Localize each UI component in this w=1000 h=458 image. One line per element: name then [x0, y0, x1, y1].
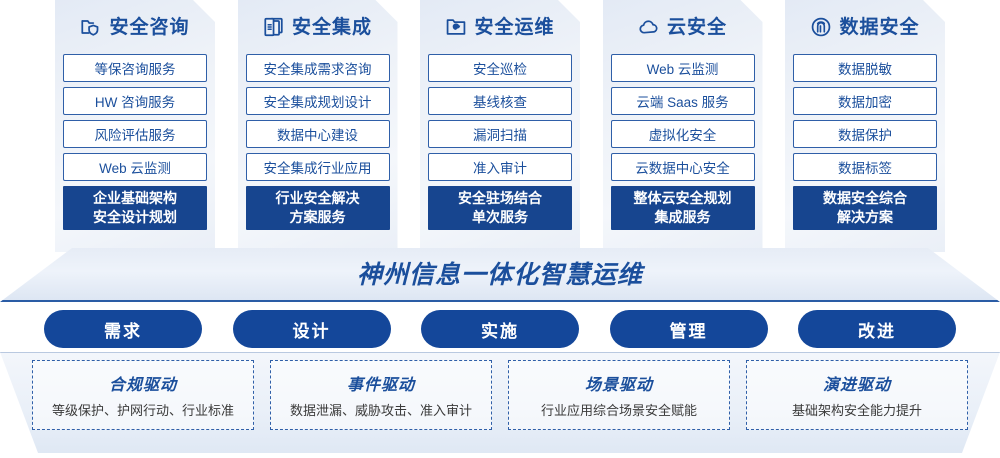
pillar-item[interactable]: 漏洞扫描: [428, 120, 572, 148]
pillar-item[interactable]: 安全巡检: [428, 54, 572, 82]
pillar-item[interactable]: 云端 Saas 服务: [611, 87, 755, 115]
pillar-card-4[interactable]: 云安全 Web 云监测 云端 Saas 服务 虚拟化安全 云数据中心安全 整体云…: [603, 0, 763, 252]
fingerprint-icon: [810, 16, 832, 38]
platform-banner: 神州信息一体化智慧运维: [0, 248, 1000, 302]
phase-pill-management[interactable]: 管理: [609, 310, 768, 348]
pillar-item[interactable]: Web 云监测: [63, 153, 207, 181]
pillar-item-list: Web 云监测 云端 Saas 服务 虚拟化安全 云数据中心安全: [611, 54, 755, 181]
pillar-card-2[interactable]: 安全集成 安全集成需求咨询 安全集成规划设计 数据中心建设 安全集成行业应用 行…: [238, 0, 398, 252]
documents-stack-icon: [263, 16, 285, 38]
pillar-header: 安全运维: [428, 0, 572, 54]
pillar-item[interactable]: 数据中心建设: [246, 120, 390, 148]
pillar-item-list: 安全巡检 基线核查 漏洞扫描 准入审计: [428, 54, 572, 181]
pillar-summary[interactable]: 整体云安全规划 集成服务: [611, 186, 755, 230]
pillar-item[interactable]: 准入审计: [428, 153, 572, 181]
driver-description: 数据泄漏、威胁攻击、准入审计: [289, 403, 472, 418]
pillar-summary-line2: 单次服务: [472, 209, 528, 225]
pillar-header: 安全咨询: [63, 0, 207, 54]
pillar-item[interactable]: 安全集成需求咨询: [246, 54, 390, 82]
pillar-summary[interactable]: 数据安全综合 解决方案: [793, 186, 937, 230]
pillar-title: 安全咨询: [109, 16, 190, 38]
pillar-item[interactable]: Web 云监测: [611, 54, 755, 82]
folder-shield-icon: [80, 16, 102, 38]
pillar-header: 云安全: [611, 0, 755, 54]
cloud-icon: [638, 16, 660, 38]
pillar-summary-line1: 数据安全综合: [823, 190, 907, 206]
pillar-item[interactable]: 安全集成规划设计: [246, 87, 390, 115]
phase-pill-requirement[interactable]: 需求: [44, 310, 202, 348]
pillar-title: 安全运维: [474, 16, 555, 38]
pillar-item[interactable]: 安全集成行业应用: [246, 153, 390, 181]
pillar-item[interactable]: 数据标签: [793, 153, 937, 181]
pillar-item[interactable]: HW 咨询服务: [63, 87, 207, 115]
phase-pill-design[interactable]: 设计: [232, 310, 391, 348]
driver-card-scenario[interactable]: 场景驱动 行业应用综合场景安全赋能: [508, 360, 730, 430]
pillar-card-5[interactable]: 数据安全 数据脱敏 数据加密 数据保护 数据标签 数据安全综合 解决方案: [785, 0, 945, 252]
pillar-title: 安全集成: [291, 16, 372, 38]
pillar-summary-line1: 安全驻场结合: [458, 190, 542, 206]
pillar-item[interactable]: 等保咨询服务: [63, 54, 207, 82]
phase-pill-improvement[interactable]: 改进: [798, 310, 956, 348]
pillar-item[interactable]: 数据脱敏: [793, 54, 937, 82]
pillar-summary-line1: 行业安全解决: [275, 190, 360, 206]
pillar-title: 云安全: [666, 16, 727, 38]
driver-title: 事件驱动: [346, 377, 415, 394]
driver-title: 合规驱动: [108, 377, 177, 394]
pillar-card-3[interactable]: 安全运维 安全巡检 基线核查 漏洞扫描 准入审计 安全驻场结合 单次服务: [420, 0, 580, 252]
pillar-summary-line2: 方案服务: [289, 209, 346, 225]
pillar-item-list: 数据脱敏 数据加密 数据保护 数据标签: [793, 54, 937, 181]
phase-pill-row: 需求 设计 实施 管理 改进: [0, 310, 1000, 348]
platform-banner-title: 神州信息一体化智慧运维: [356, 261, 643, 289]
pillar-summary-line1: 企业基础架构: [93, 190, 177, 206]
driver-description: 等级保护、护网行动、行业标准: [51, 403, 234, 418]
pillar-item-list: 等保咨询服务 HW 咨询服务 风险评估服务 Web 云监测: [63, 54, 207, 181]
pillar-item[interactable]: 基线核查: [428, 87, 572, 115]
pillar-summary[interactable]: 安全驻场结合 单次服务: [428, 186, 572, 230]
pillar-item[interactable]: 云数据中心安全: [611, 153, 755, 181]
pillar-header: 安全集成: [246, 0, 390, 54]
driver-card-incident[interactable]: 事件驱动 数据泄漏、威胁攻击、准入审计: [270, 360, 492, 430]
pillar-item[interactable]: 数据保护: [793, 120, 937, 148]
pillar-header: 数据安全: [793, 0, 937, 54]
pillar-item[interactable]: 数据加密: [793, 87, 937, 115]
driver-title: 场景驱动: [584, 377, 653, 394]
pillar-item[interactable]: 虚拟化安全: [611, 120, 755, 148]
pillar-summary[interactable]: 行业安全解决 方案服务: [246, 186, 390, 230]
pillars-row: 安全咨询 等保咨询服务 HW 咨询服务 风险评估服务 Web 云监测 企业基础架…: [0, 0, 1000, 252]
pillar-summary-line2: 集成服务: [654, 209, 711, 225]
pillar-title: 数据安全: [839, 16, 920, 38]
pillar-summary-line2: 解决方案: [837, 209, 893, 225]
pillar-card-1[interactable]: 安全咨询 等保咨询服务 HW 咨询服务 风险评估服务 Web 云监测 企业基础架…: [55, 0, 215, 252]
driver-description: 基础架构安全能力提升: [791, 403, 922, 418]
pillar-summary-line2: 安全设计规划: [93, 209, 177, 225]
driver-title: 演进驱动: [822, 377, 891, 394]
pillar-summary-line1: 整体云安全规划: [633, 190, 732, 206]
phase-pill-implementation[interactable]: 实施: [421, 310, 579, 348]
pillar-summary[interactable]: 企业基础架构 安全设计规划: [63, 186, 207, 230]
driver-description: 行业应用综合场景安全赋能: [540, 403, 697, 418]
driver-card-compliance[interactable]: 合规驱动 等级保护、护网行动、行业标准: [32, 360, 254, 430]
pillar-item[interactable]: 风险评估服务: [63, 120, 207, 148]
driver-card-evolution[interactable]: 演进驱动 基础架构安全能力提升: [746, 360, 968, 430]
drivers-row: 合规驱动 等级保护、护网行动、行业标准 事件驱动 数据泄漏、威胁攻击、准入审计 …: [0, 352, 1000, 452]
pillar-item-list: 安全集成需求咨询 安全集成规划设计 数据中心建设 安全集成行业应用: [246, 54, 390, 181]
folder-chart-icon: [445, 16, 467, 38]
